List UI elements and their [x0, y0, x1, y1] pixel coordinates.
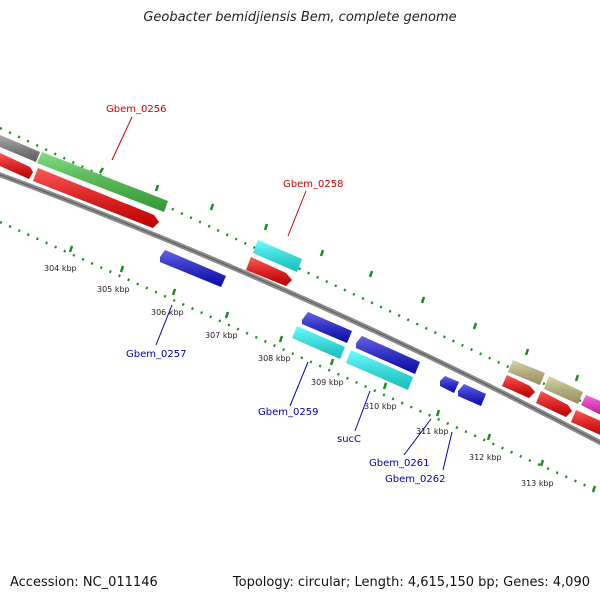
kbp-label-305: 305 kbp	[97, 285, 130, 294]
gene-gbem-0256[interactable]	[37, 152, 168, 212]
gene-suc-c-cyan[interactable]	[346, 350, 413, 390]
gene-blue-upper[interactable]	[302, 312, 352, 343]
gene-gbem-0262[interactable]	[458, 384, 486, 406]
cds-red-2[interactable]	[33, 168, 159, 228]
gene-magenta[interactable]	[581, 395, 600, 417]
gene-gbem-0257[interactable]	[160, 250, 226, 287]
gene-label-gbem-0262[interactable]: Gbem_0262	[385, 474, 445, 485]
leader-lines-bottom	[155, 304, 453, 471]
gene-khaki-2[interactable]	[544, 376, 583, 404]
gene-label-gbem-0258[interactable]: Gbem_0258	[283, 179, 343, 190]
cds-red-5[interactable]	[536, 391, 572, 417]
genome-backbone	[0, 172, 600, 446]
kbp-label-307: 307 kbp	[205, 331, 238, 340]
cds-red-1[interactable]	[0, 153, 33, 179]
kbp-label-311: 311 kbp	[416, 427, 449, 436]
kbp-label-309: 309 kbp	[311, 378, 344, 387]
cds-red-3[interactable]	[246, 257, 292, 286]
gene-gbem-0259-cyan[interactable]	[292, 326, 345, 359]
kbp-label-312: 312 kbp	[469, 453, 502, 462]
gene-suc-c-blue[interactable]	[356, 336, 420, 374]
kbp-label-313: 313 kbp	[521, 479, 554, 488]
gene-label-gbem-0257[interactable]: Gbem_0257	[126, 349, 186, 360]
cds-red-6[interactable]	[571, 410, 600, 437]
kbp-labels: 304 kbp 305 kbp 306 kbp 307 kbp 308 kbp …	[44, 264, 554, 488]
cds-red-4[interactable]	[502, 375, 535, 398]
gene-gray-left[interactable]	[0, 135, 40, 162]
kbp-label-310: 310 kbp	[364, 402, 397, 411]
kbp-label-304: 304 kbp	[44, 264, 77, 273]
accession-text: Accession: NC_011146	[10, 575, 158, 590]
topology-text: Topology: circular; Length: 4,615,150 bp…	[232, 575, 590, 590]
inner-major-ticks	[68, 245, 597, 493]
gene-label-gbem-0261[interactable]: Gbem_0261	[369, 458, 429, 469]
leader-lines-top	[111, 116, 307, 237]
outer-major-ticks	[98, 167, 580, 382]
kbp-label-306: 306 kbp	[151, 308, 184, 317]
gene-label-gbem-0259[interactable]: Gbem_0259	[258, 407, 318, 418]
kbp-label-308: 308 kbp	[258, 354, 291, 363]
map-title: Geobacter bemidjiensis Bem, complete gen…	[143, 10, 457, 25]
gene-gbem-0258[interactable]	[253, 240, 302, 272]
gene-label-suc-c[interactable]: sucC	[337, 434, 361, 445]
gene-gbem-0261[interactable]	[440, 376, 459, 393]
gene-label-gbem-0256[interactable]: Gbem_0256	[106, 104, 166, 115]
gene-khaki-1[interactable]	[508, 360, 545, 385]
